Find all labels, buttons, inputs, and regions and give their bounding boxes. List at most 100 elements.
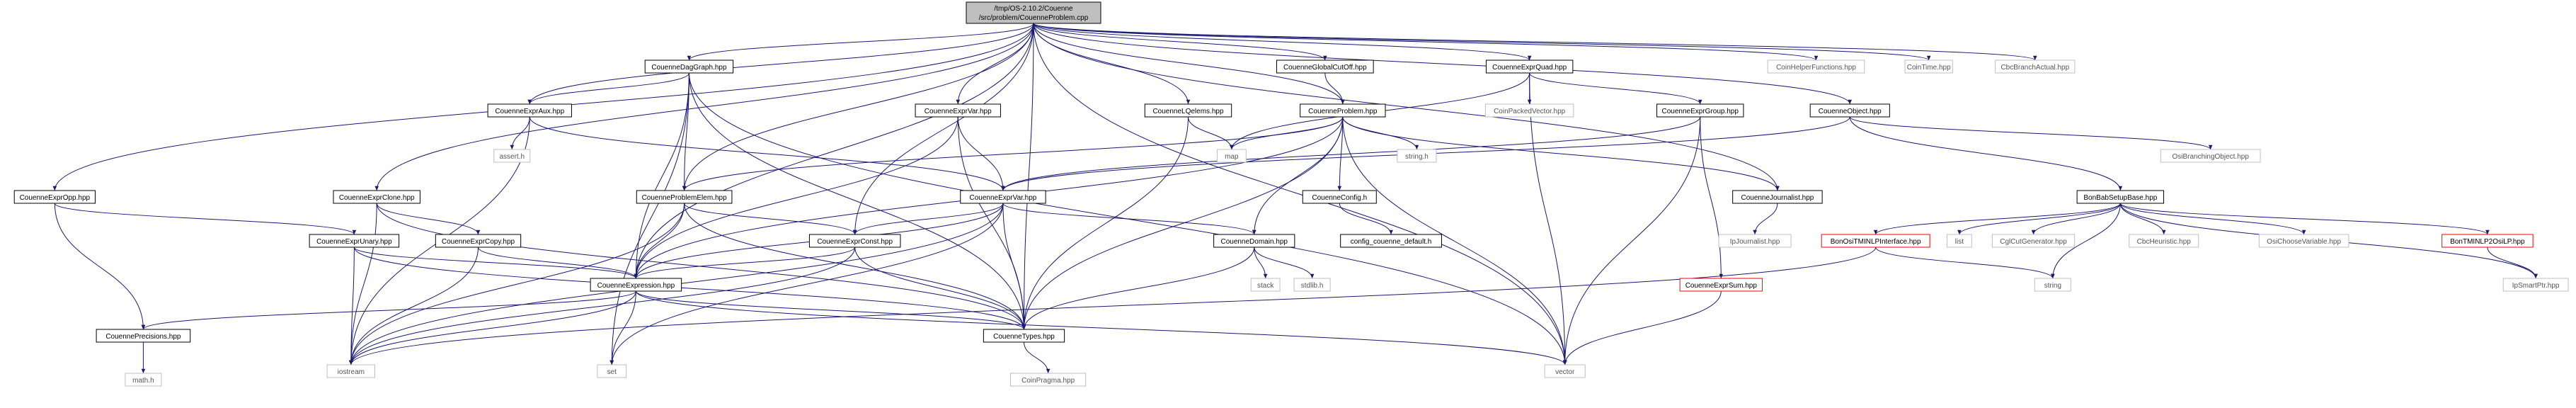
edge-couenneexprcopy-to-couenneexpression [477,246,639,279]
node-config-couenne-default[interactable]: config_couenne_default.h [1340,234,1442,248]
node-box [487,103,572,118]
edge-bonbabsetupbase-to-bontminlp2osilp [2119,203,2490,235]
node-couenneexprsum[interactable]: CouenneExprSum.hpp [1679,278,1763,292]
node-couenneproblemelem[interactable]: CouenneProblemElem.hpp [636,190,733,204]
edge-couenneexpraux-to-couenneexprvar [529,116,1005,191]
node-math: math.h [125,373,162,387]
node-label: BonTMINLP2OsiLP.hpp [2450,238,2525,246]
node-box [1809,103,1890,118]
edge-root-to-vector [1033,23,1567,366]
edge-couenneexpression-to-iostream [349,290,636,366]
node-box [1679,278,1763,292]
node-couenneexprgroup[interactable]: CouenneExprGroup.hpp [1656,103,1744,118]
edge-couenneexprunary-to-iostream [349,246,355,366]
node-label: CouenneTypes.hpp [993,333,1055,341]
node-cbcheuristic: CbcHeuristic.hpp [2129,234,2199,248]
node-couenneprecisions[interactable]: CouennePrecisions.hpp [96,329,191,343]
edge-bonbabsetupbase-to-osichoosevariable [2119,203,2306,235]
edge-couenneexprclone-to-iostream [349,203,377,366]
node-box [915,103,1001,118]
node-couennejournalist[interactable]: CouenneJournalist.hpp [1732,190,1823,204]
edge-couenneexprvar-to-couennetypes [1002,203,1026,330]
edge-couennedaggraph-to-couenneexpraux [527,72,689,105]
node-box [1213,234,1295,248]
edge-couenneexprvarfile-to-couenneexpression [634,116,958,279]
edge-root-to-couennedaggraph [687,23,1034,61]
node-label: CouenneExprSum.hpp [1685,282,1758,290]
edge-root-to-couenneexprquad [1033,23,1532,61]
edge-couenneexprcopy-to-iostream [349,246,479,366]
edge-root-to-couenneproblem [1033,23,1345,105]
node-couenneobject[interactable]: CouenneObject.hpp [1809,103,1890,118]
node-box [636,190,733,204]
node-couenneexprclone[interactable]: CouenneExprClone.hpp [333,190,420,204]
edge-root-to-couenneproblemelem [682,23,1034,191]
dependency-edges [52,23,2538,374]
edge-couenneexprvar-to-couennedomain [1002,203,1256,235]
node-couenneexpropp[interactable]: CouenneExprOpp.hpp [13,190,96,204]
node-box [2442,234,2534,248]
edge-couenneobject-to-bonbabsetupbase [1849,116,2123,191]
node-label: CouenneJournalist.hpp [1741,194,1814,202]
node-box [1991,234,2076,248]
node-couenneexprcopy[interactable]: CouenneExprCopy.hpp [435,234,522,248]
node-label: set [607,368,617,376]
node-couenneexprquad[interactable]: CouenneExprQuad.hpp [1485,60,1574,74]
node-label: map [1225,153,1239,161]
node-bonositminlpinterface[interactable]: BonOsiTMINLPInterface.hpp [1821,234,1930,248]
node-box [1302,190,1377,204]
node-box [1947,234,1972,248]
node-couennedomain[interactable]: CouenneDomain.hpp [1213,234,1295,248]
node-string-h: string.h [1397,149,1437,163]
node-couenneconfig[interactable]: CouenneConfig.h [1302,190,1377,204]
edge-couenneexpression-to-set [609,290,636,366]
node-box [493,149,531,163]
node-box [1821,234,1930,248]
edge-couenneexprgroup-to-vector [1562,116,1701,366]
node-label: CoinTime.hpp [1907,64,1951,72]
node-couenneexprunary[interactable]: CouenneExprUnary.hpp [309,234,400,248]
edge-couenneexprunary-to-couennetypes [353,246,1026,330]
node-couenneproblem[interactable]: CouenneProblem.hpp [1300,103,1386,118]
node-couenneexprvarfile[interactable]: CouenneExprVar.hpp [915,103,1001,118]
node-label: CouenneObject.hpp [1819,108,1882,115]
node-box [1904,60,1953,74]
node-couennelqelems[interactable]: CouenneLQelems.hpp [1144,103,1232,118]
node-coinpragma: CoinPragma.hpp [1010,373,1087,387]
node-couenneglobalcutoff[interactable]: CouenneGlobalCutOff.hpp [1276,60,1374,74]
edge-root-to-couenneobject [1033,23,1852,105]
node-couenneexprvar[interactable]: CouenneExprVar.hpp [960,190,1046,204]
node-box [1767,60,1865,74]
node-couennedaggraph[interactable]: CouenneDagGraph.hpp [644,60,734,74]
node-box [1718,234,1792,248]
edge-couenneproblem-to-couennetypes [1021,116,1344,330]
edge-couenneexprvarfile-to-couennetypes [957,116,1026,330]
edge-root-to-couenneexpraux [527,23,1034,105]
node-label: iostream [338,368,365,376]
node-box [1995,60,2076,74]
node-label: list [1955,238,1964,246]
edge-couennelqelems-to-couennetypes [1021,116,1189,330]
node-couenneexpraux[interactable]: CouenneExprAux.hpp [487,103,572,118]
node-bonbabsetupbase[interactable]: BonBabSetupBase.hpp [2076,190,2165,204]
node-cbcbranchactual: CbcBranchActual.hpp [1995,60,2076,74]
node-assert: assert.h [493,149,531,163]
node-cointime: CoinTime.hpp [1904,60,1953,74]
node-couennetypes[interactable]: CouenneTypes.hpp [983,329,1065,343]
node-label: config_couenne_default.h [1351,238,1432,246]
edge-couennejournalist-to-ipjournalist [1753,203,1778,235]
root-node[interactable]: /tmp/OS-2.10.2/Couenne /src/problem/Coue… [966,1,1101,24]
node-label: assert.h [499,153,525,161]
node-bontminlp2osilp[interactable]: BonTMINLP2OsiLP.hpp [2442,234,2534,248]
node-couenneexprconst[interactable]: CouenneExprConst.hpp [808,234,901,248]
node-label: CouenneLQelems.hpp [1152,108,1224,115]
node-box [960,190,1046,204]
node-box [96,329,191,343]
node-box [1010,373,1087,387]
edge-couenneobject-to-osibranchingobject [1849,116,2213,150]
node-label: stack [1257,282,1274,290]
node-couenneexpression[interactable]: CouenneExpression.hpp [590,278,682,292]
node-box [125,373,162,387]
node-box [1340,234,1442,248]
node-label: CouenneExpression.hpp [597,282,675,290]
